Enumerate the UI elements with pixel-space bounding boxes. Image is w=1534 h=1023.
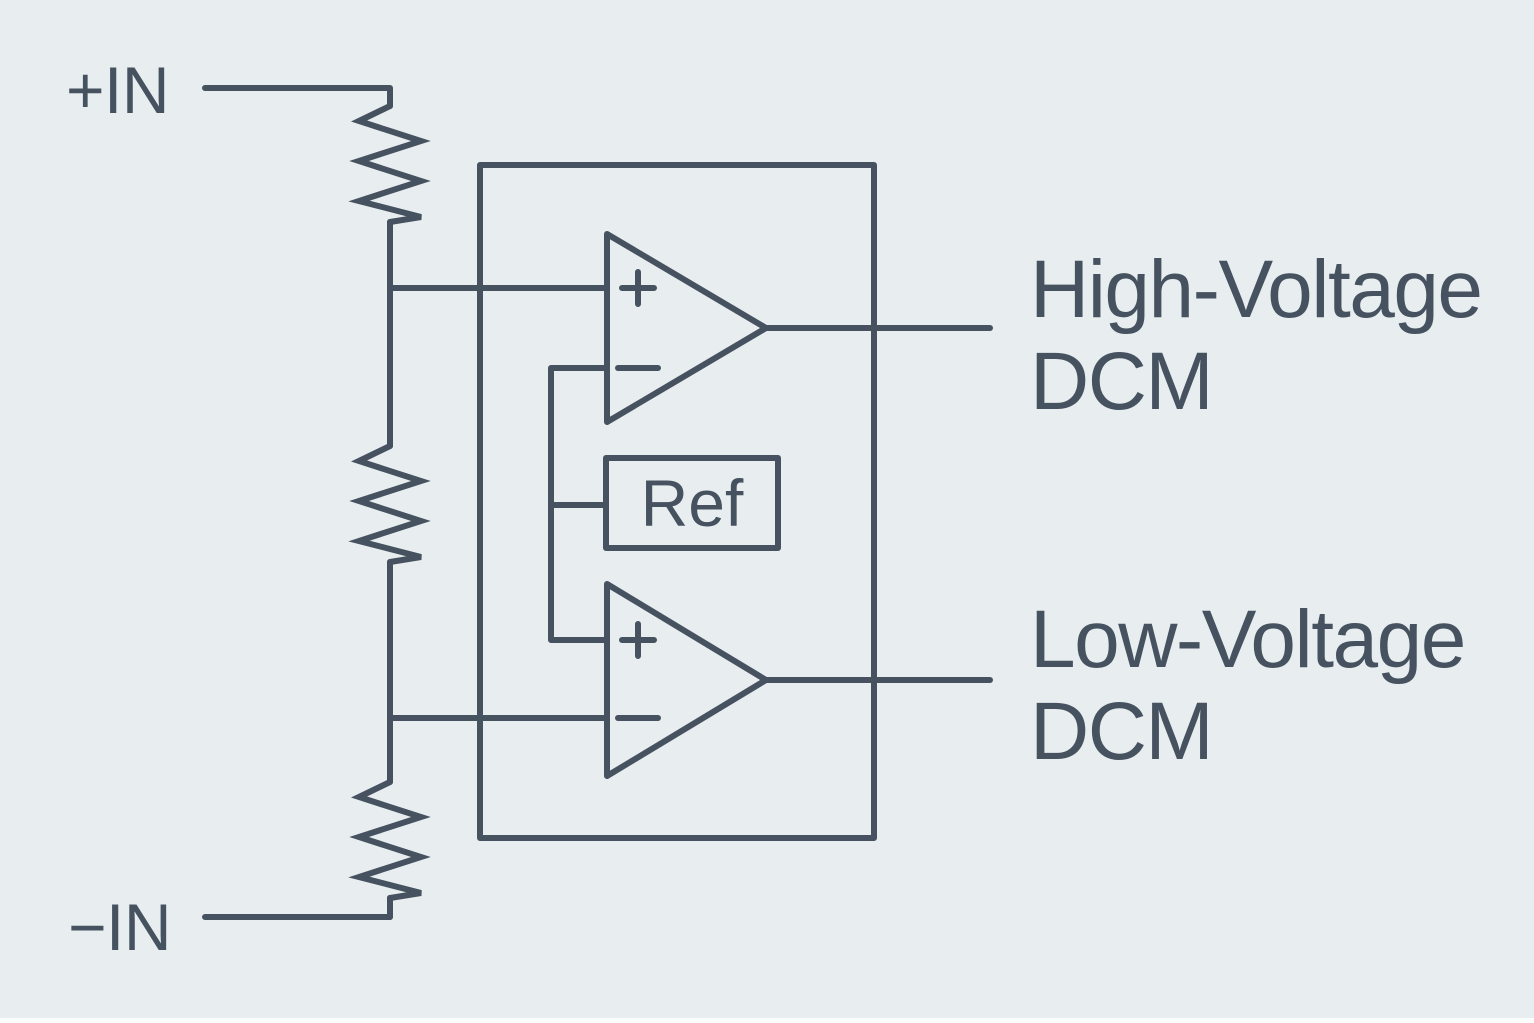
resistor-top xyxy=(348,103,431,225)
resistor-bottom xyxy=(348,779,431,901)
input-positive-label: +IN xyxy=(66,53,170,127)
output-label-high-line2: DCM xyxy=(1030,336,1214,427)
input-positive-wire xyxy=(202,85,393,109)
reference-block-label: Ref xyxy=(640,466,744,540)
image-bottom-edge xyxy=(0,1018,1534,1023)
output-label-low-line1: Low-Voltage xyxy=(1030,594,1466,685)
plus-icon-low xyxy=(619,621,657,659)
input-negative-wire xyxy=(202,895,393,920)
reference-block-box xyxy=(603,455,781,551)
reference-feed-wire xyxy=(548,365,610,643)
input-negative-label: −IN xyxy=(68,890,172,964)
output-label-high-line1: High-Voltage xyxy=(1030,244,1483,335)
comparator-high-triangle xyxy=(604,231,769,425)
output-label-low-line2: DCM xyxy=(1030,686,1214,777)
output-label-high-voltage: High-Voltage DCM xyxy=(1030,244,1483,428)
comparator-low-triangle xyxy=(604,581,769,779)
resistor-middle xyxy=(348,443,431,565)
plus-icon-high xyxy=(619,269,657,307)
output-label-low-voltage: Low-Voltage DCM xyxy=(1030,594,1466,778)
ic-boundary-box xyxy=(477,162,877,841)
